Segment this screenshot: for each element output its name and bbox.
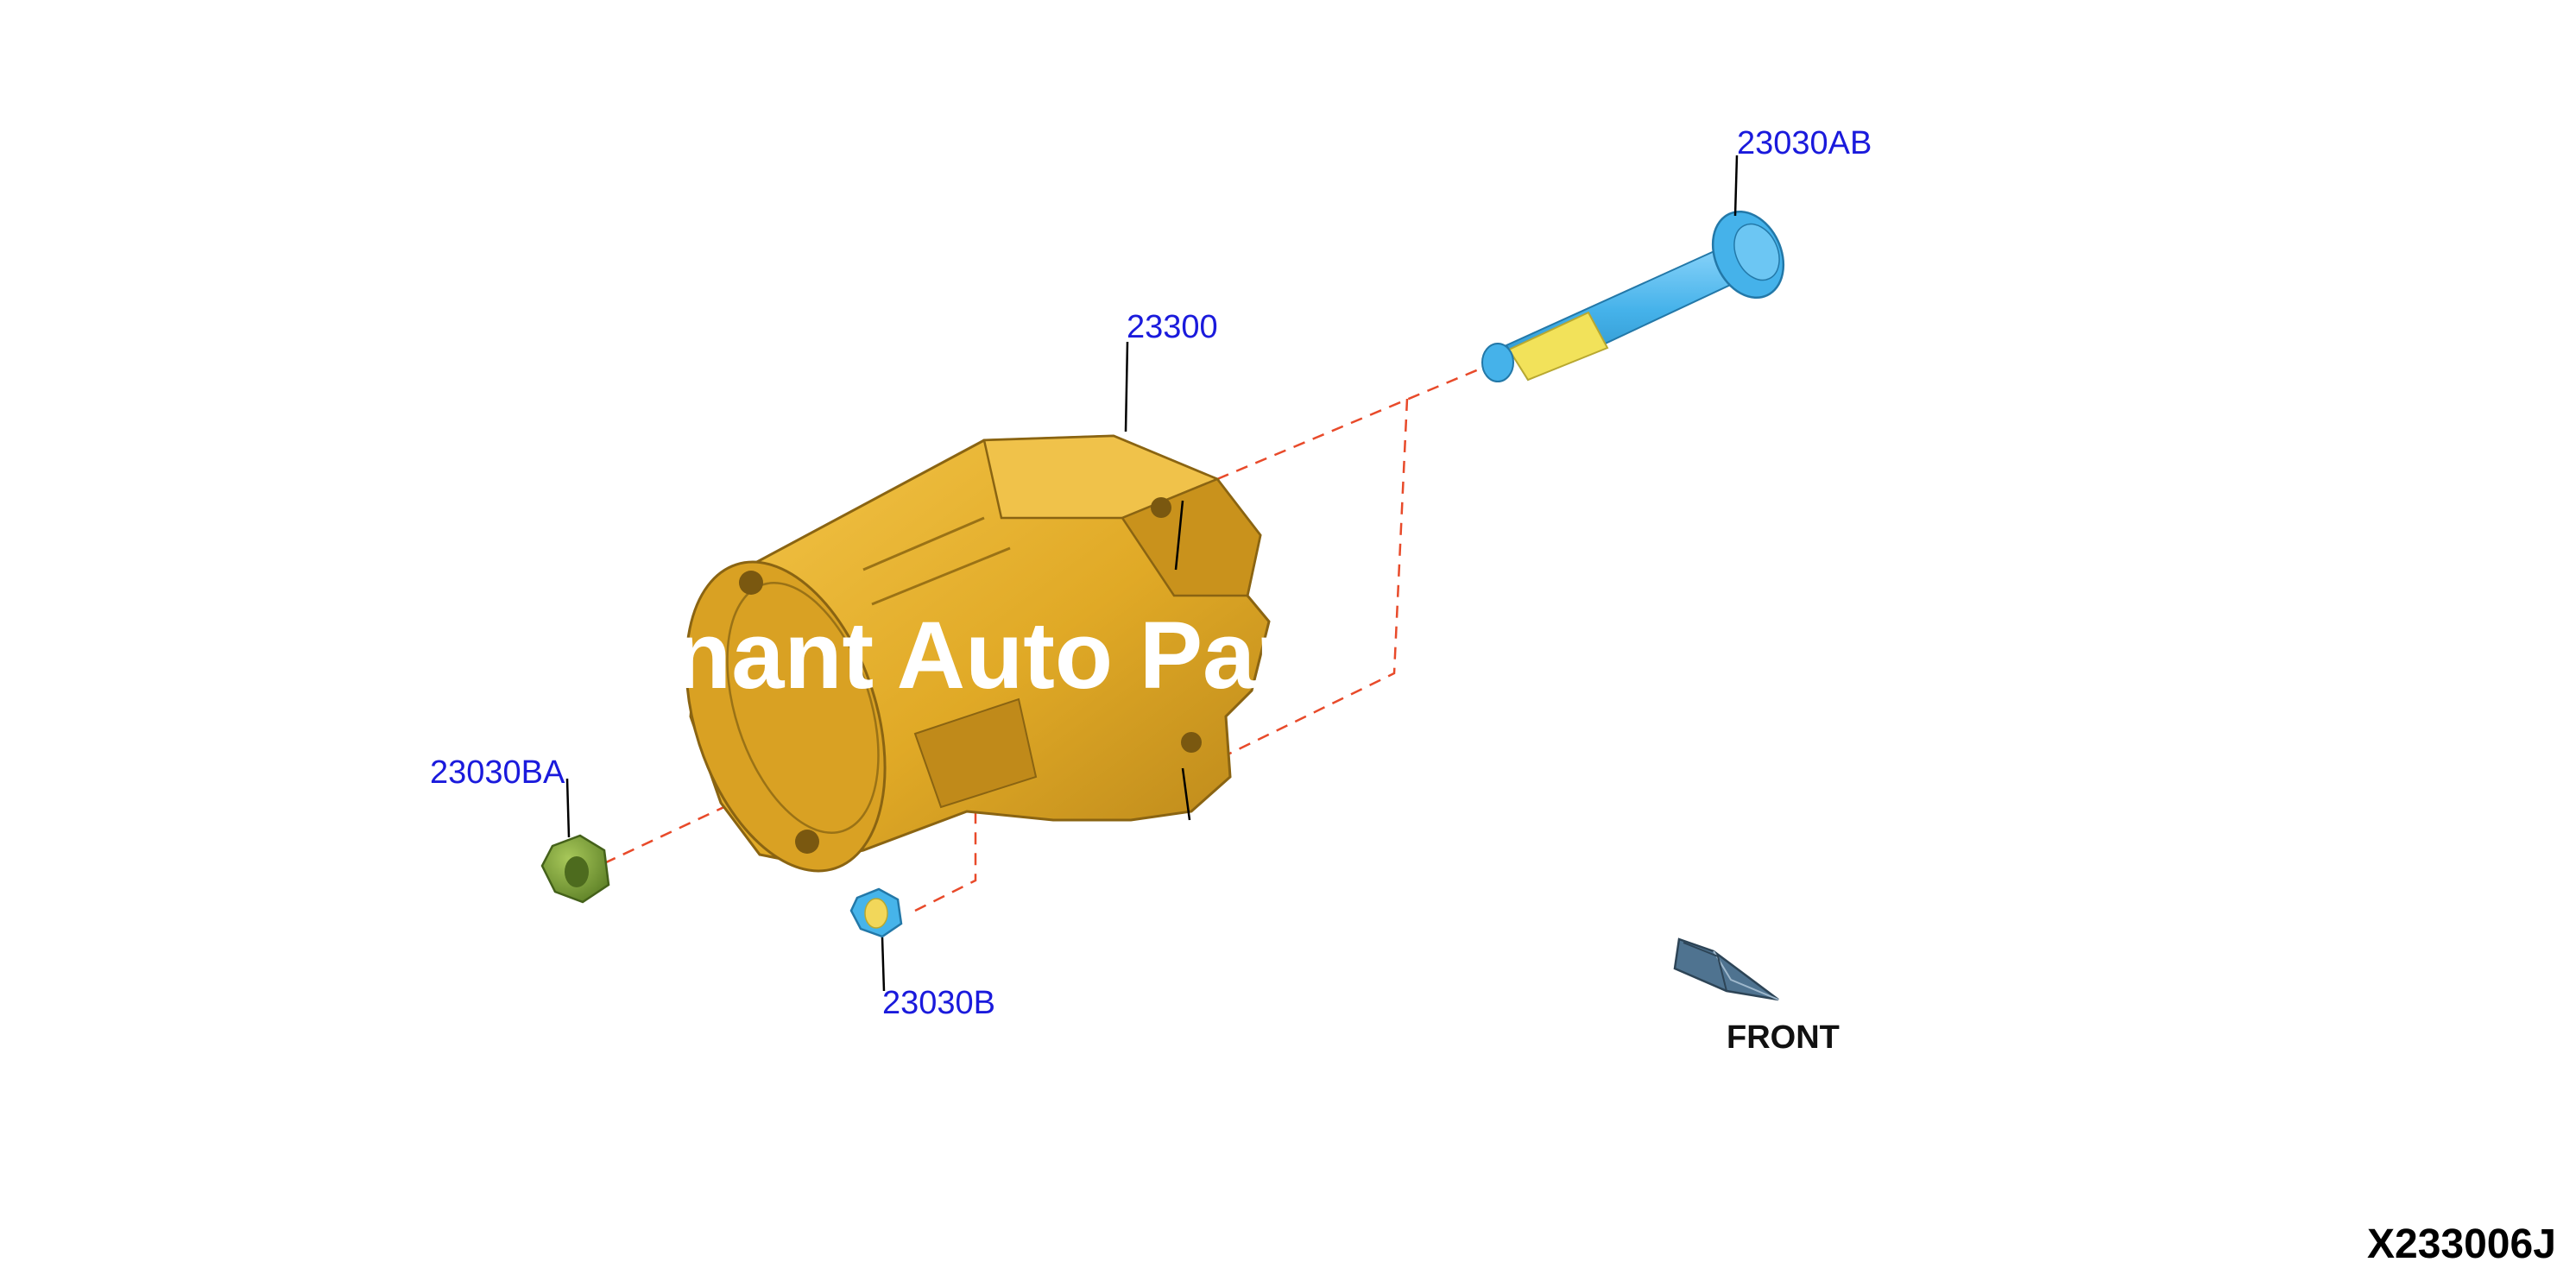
- front-arrow-icon: [1673, 937, 1779, 1001]
- starter-motor[interactable]: [650, 434, 1271, 896]
- callout-23300[interactable]: 23300: [1127, 309, 1218, 345]
- small-nut[interactable]: [849, 887, 903, 938]
- watermark-text: nant Auto Par: [673, 603, 1293, 709]
- large-nut[interactable]: [540, 834, 610, 904]
- callout-23030AB[interactable]: 23030AB: [1737, 125, 1872, 161]
- callout-23030B[interactable]: 23030B: [882, 985, 996, 1021]
- callout-23030BA[interactable]: 23030BA: [430, 754, 565, 791]
- diagram-code: X233006J: [2367, 1221, 2556, 1267]
- leader-lines: [565, 155, 1739, 992]
- front-label: FRONT: [1727, 1019, 1840, 1056]
- bolt[interactable]: [1481, 200, 1796, 382]
